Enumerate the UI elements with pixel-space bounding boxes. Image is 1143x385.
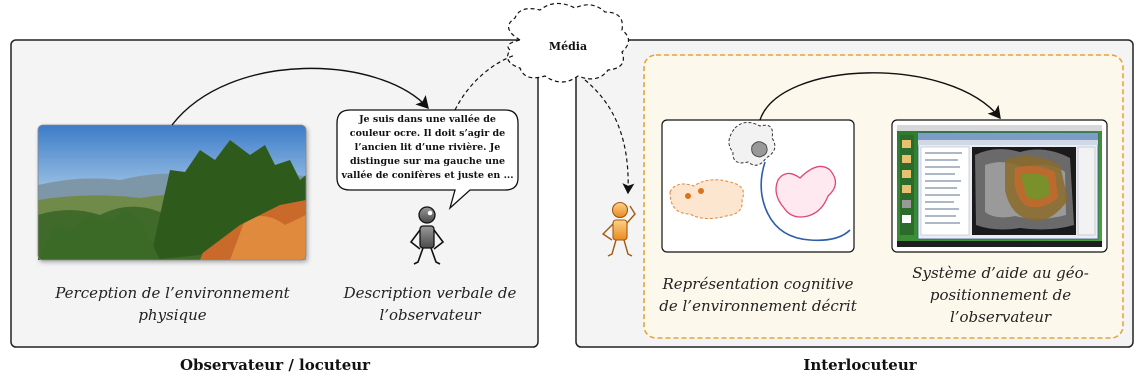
caption-system: Système d’aide au géo- positionnement de… [888,262,1113,328]
dashed-arrow-media-to-listener [584,79,635,195]
landscape-photo [37,124,307,261]
speech-line: vallée de conifères et juste en ... [341,170,514,181]
caption-line: Représentation cognitive [662,275,854,293]
dashed-link-speech-to-media [454,54,516,111]
speech-line: couleur ocre. Il doit s’agir de [349,128,506,139]
speech-bubble [336,109,519,210]
geopositioning-system-screenshot [891,119,1108,253]
caption-description: Description verbale de l’observateur [330,282,530,326]
speech-line: l’ancien lit d’une rivière. Je [354,142,501,153]
listener-figure [601,201,636,257]
caption-line: de l’environnement décrit [659,297,857,315]
arrow-perception-to-speech [171,67,429,126]
caption-cognitive: Représentation cognitive de l’environnem… [652,273,864,317]
media-cloud [507,2,630,83]
observer-speaker-label: Observateur / locuteur [179,356,371,374]
arrow-cognitive-to-system [759,72,1001,121]
caption-perception: Perception de l’environnement physique [30,282,315,326]
caption-line: Système d’aide au géo- [912,264,1089,282]
observer-figure [409,206,445,265]
media-label: Média [548,40,588,53]
caption-line: positionnement de [929,286,1072,304]
interlocutor-label: Interlocuteur [803,356,917,374]
caption-line: Description verbale de [343,284,517,302]
caption-line: physique [138,306,207,324]
cognitive-map [661,119,855,253]
speech-text: Je suis dans une vallée de couleur ocre.… [340,113,515,183]
caption-line: l’observateur [949,308,1052,326]
speech-line: Je suis dans une vallée de [359,114,496,125]
caption-line: l’observateur [379,306,481,324]
speech-line: distingue sur ma gauche une [349,156,506,167]
caption-line: Perception de l’environnement [55,284,290,302]
